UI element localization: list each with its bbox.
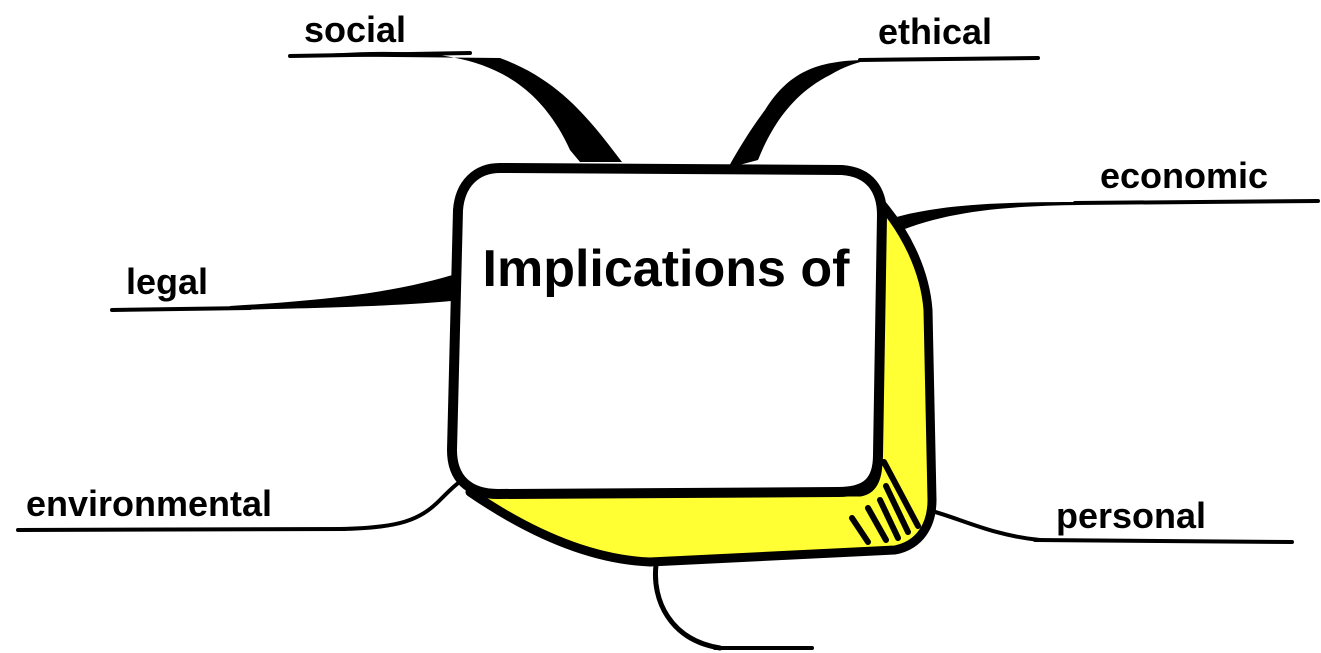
branch-ethical: [728, 58, 1038, 168]
branch-environmental-connector: [340, 478, 466, 529]
branch-social-connector: [290, 52, 622, 162]
central-title: Implications of: [483, 240, 851, 298]
branch-personal-connector: [928, 510, 1040, 540]
central-box: Implications of: [452, 168, 932, 562]
label-environmental: environmental: [26, 483, 272, 524]
branch-bottom: [655, 565, 812, 648]
branch-ethical-underline: [860, 58, 1038, 60]
branch-ethical-connector: [728, 60, 870, 168]
branch-economic-underline: [1075, 201, 1318, 203]
branch-economic: [880, 201, 1318, 236]
label-personal: personal: [1056, 495, 1206, 536]
label-social: social: [304, 9, 406, 50]
label-ethical: ethical: [878, 11, 992, 52]
branch-legal-connector: [230, 272, 462, 310]
branch-legal-underline: [112, 308, 250, 310]
label-economic: economic: [1100, 155, 1268, 196]
branch-environmental-underline: [18, 529, 345, 530]
branch-bottom-connector: [655, 565, 720, 648]
central-box-front: [452, 168, 882, 494]
branch-economic-connector: [880, 202, 1080, 236]
branch-social: [290, 52, 622, 162]
branch-personal-underline: [1035, 540, 1292, 542]
label-legal: legal: [126, 261, 208, 302]
branch-social-underline: [290, 53, 470, 56]
